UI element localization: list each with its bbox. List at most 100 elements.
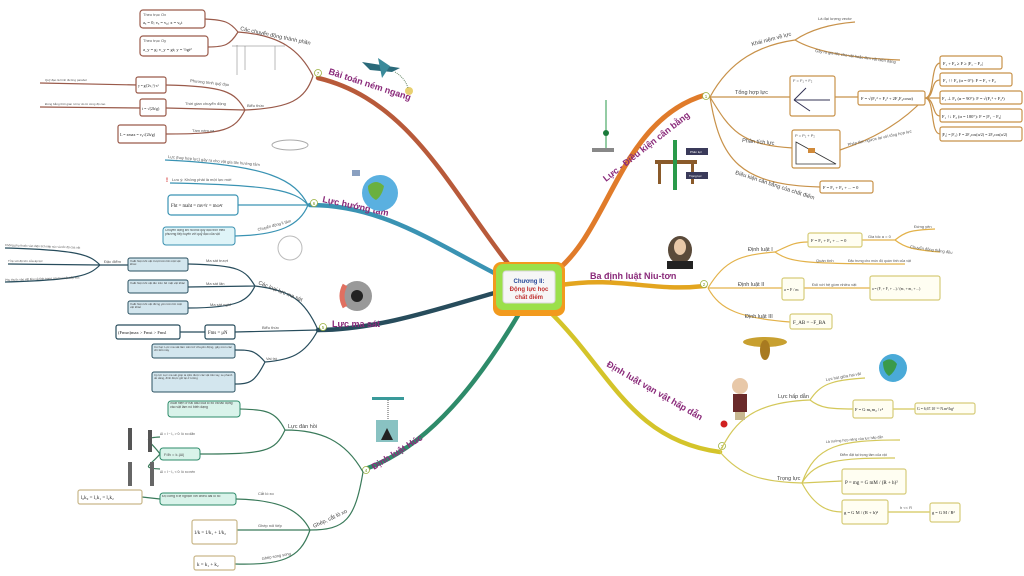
label-ghep-noi-tiep[interactable]: Ghép nối tiếp [258,523,283,528]
phan-tich-figure-label: P = P₁ + P₂ [795,133,815,138]
label-trong-luc[interactable]: Trọng lực [777,476,801,482]
label-dinh-luat-3[interactable]: Định luật III [745,314,773,320]
formula-box-friction-compare[interactable] [115,324,181,340]
label-h-nho-hon-R: h << R [900,505,912,510]
label-dinh-luat-2[interactable]: Định luật II [738,282,765,288]
formula-box-friction[interactable] [204,324,236,340]
label-he-nhieu-vat: Đối với hệ gồm nhiều vật [812,282,857,287]
formula-box-range[interactable] [117,124,167,144]
label-dieu-kien-can-bang[interactable]: Điều kiện cân bằng của chất điểm [734,169,815,201]
label-luc-dan-hoi[interactable]: Lực đàn hồi [288,424,317,430]
label-truc-oy: Theo trục Oy [143,38,166,43]
central-title-line1: Chương II: [514,279,545,285]
spring-icons [128,428,154,486]
box-co-loi[interactable] [151,371,236,393]
formula-box-centripetal[interactable] [167,194,239,216]
text-ma-sat-lan: Xuất hiện khi vật lăn trên bề mặt vật kh… [130,282,186,285]
central-topic[interactable]: Chương II: Động lực học chất điểm [493,262,565,316]
branch-2-title[interactable]: Ba định luật Niu-tơn [590,271,676,281]
formula-box-time[interactable] [139,98,167,117]
formula-box-newton-2-system[interactable] [869,275,941,301]
label-ma-sat-nghi[interactable]: Ma sát nghỉ [210,302,231,307]
label-ghep-lo-xo[interactable]: Ghép, cắt lò xo [312,508,348,530]
branch-2-number: 2 [703,282,706,287]
label-bieu-thuc-nem-ngang[interactable]: Biểu thức [247,103,264,108]
label-li-tam[interactable]: Chuyển động li tâm [257,218,292,232]
formula-box-newton-1[interactable] [807,232,863,248]
box-cat-desc[interactable] [159,492,237,506]
label-tong-hop-luc[interactable]: Tổng hợp lực [735,89,768,96]
formula-box-resultant[interactable] [857,90,926,106]
label-ma-sat-truot[interactable]: Ma sát trượt [206,258,229,263]
box-hooke-formula[interactable] [159,447,201,461]
formula-box-equilibrium[interactable] [819,180,874,194]
box-li-tam-desc[interactable] [162,226,236,246]
formula-box-series[interactable] [191,519,238,545]
branch-3[interactable] [545,307,723,455]
text-ma-sat-truot-wrap: Xuất hiện khi vật trượt trên bề mặt vật … [130,260,181,266]
label-vai-tro[interactable]: Vai trò [266,356,278,361]
box-ma-sat-nghi[interactable] [127,300,189,315]
label-ma-sat-lan[interactable]: Ma sát lăn [206,281,224,286]
branch-6-number-badge [310,199,318,207]
label-cac-loai-ma-sat[interactable]: Các loại lực ma sát [257,280,303,303]
label-cat-lo-xo[interactable]: Cắt lò xo [258,491,275,496]
block-icon [808,148,815,153]
special-cases: F₁ + F₂ ≥ F ≥ |F₁ − F₂| F₁ ↑↑ F₂ (α = 0°… [939,55,1023,142]
text-dan-hoi-desc: Xuất hiện ở hai đầu của lò xo và tác dụn… [170,402,233,409]
branch-2[interactable] [557,279,708,290]
formula-box-g-surface[interactable] [929,502,961,523]
formula-time: t = √(2h/g) [142,106,160,111]
box-ma-sat-lan[interactable] [127,279,189,294]
branch-1-number-badge [702,92,710,100]
branch-6-number: 6 [313,201,316,206]
formula-box-trajectory[interactable] [135,76,167,94]
label-chuyen-dong-thanh-phan[interactable]: Các chuyển động thành phần [240,25,312,47]
label-vecto[interactable]: Là đại lượng vectơ [818,16,852,21]
branch-6[interactable] [307,202,501,278]
branch-1-title[interactable]: Lực - Điều kiện cân bằng [600,109,691,184]
branch-7[interactable] [315,75,513,269]
formula-box-cut-spring[interactable] [77,489,143,505]
vector-diagram-icon [793,87,830,112]
label-thoi-gian[interactable]: Thời gian chuyển động [185,101,226,106]
label-bieu-thuc-ma-sat[interactable]: Biểu thức [262,325,279,330]
branch-1[interactable] [552,92,708,275]
label-dinh-luat-1[interactable]: Định luật I [748,247,773,253]
label-dac-diem[interactable]: Đặc điểm [104,259,122,264]
label-phan-tich-luc[interactable]: Phân tích lực [742,138,775,147]
label-gia-toc[interactable]: Gây ra gia tốc cho vật hoặc làm vật biến… [815,48,896,64]
label-ghep-song-song[interactable]: Ghép song song [261,551,291,561]
formula-newton-1: F = F₁ + F₂ + ... = 0 [811,238,847,243]
text-co-loi: Có lợi: Lực ma sát giúp ta cầm được các … [154,374,233,381]
formula-box-g-height[interactable] [841,499,889,525]
label-luc-hap-dan[interactable]: Lực hấp dẫn [778,393,809,400]
box-ma-sat-truot[interactable] [127,257,189,272]
branch-4[interactable] [365,309,523,471]
label-phuong-trinh-quy-dao[interactable]: Phương trình quỹ đạo [190,78,230,87]
text-li-tam-desc-wrap: Chuyển động khi ra khỏi quỹ đạo tròn the… [165,229,225,236]
label-gia-toc-bang-0: Gia tốc a = 0 [868,234,892,239]
box-truc-oy[interactable] [139,35,209,57]
branch-5-title[interactable]: Lực ma sát [332,319,380,329]
formula-box-newton-3[interactable] [789,313,833,330]
case-4: F₁ ↑↓ F₂ (α = 180°): F = |F₁ − F₂| [942,114,1001,119]
branch-5[interactable] [315,289,501,333]
label-quan-tinh[interactable]: Quán tính [816,258,834,263]
label-trong-luc-b: Điểm đặt tại trọng tâm của vật [840,453,887,457]
formula-box-gravitation[interactable] [852,399,894,419]
branch-3-title[interactable]: Định luật vạn vật hấp dẫn [605,359,704,422]
formula-box-weight[interactable] [841,468,907,495]
constant-box-G[interactable] [914,402,976,415]
formula-cut-spring: l₀k₀ = l₁k₁ = l₂k₂ [81,496,114,501]
centrifugal-icon [277,235,303,261]
box-co-hai[interactable] [151,343,236,359]
box-truc-ox[interactable] [139,9,206,29]
label-tam-nem-xa[interactable]: Tầm ném xa [192,128,215,133]
box-dan-hoi-desc[interactable] [167,400,241,418]
formula-newton-3: F_AB = −F_BA [793,321,826,326]
text-ma-sat-lan-wrap: Xuất hiện khi vật lăn trên bề mặt vật kh… [130,282,186,285]
formula-box-newton-2[interactable] [781,277,805,301]
formula-box-parallel[interactable] [193,555,236,571]
branch-2-number-badge [700,280,708,288]
